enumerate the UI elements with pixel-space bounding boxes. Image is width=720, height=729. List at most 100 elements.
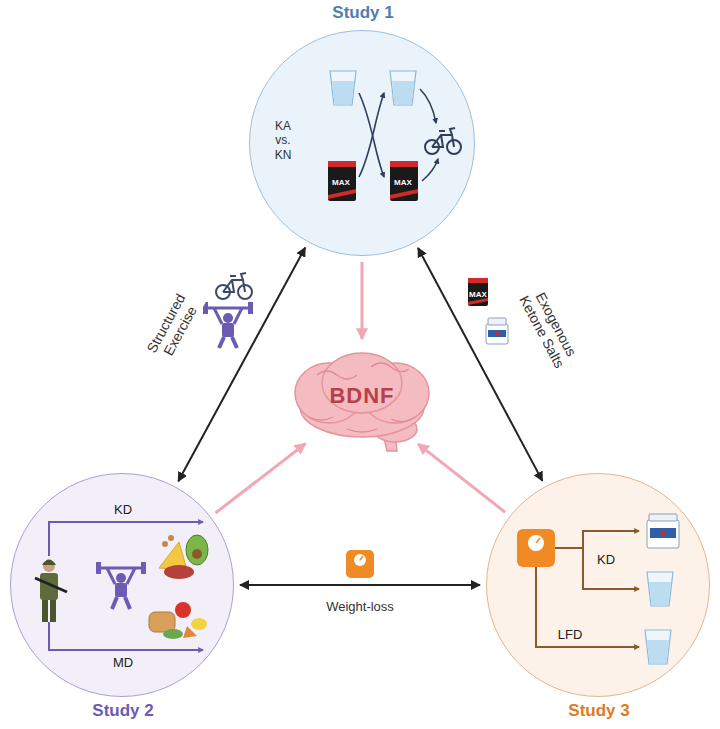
diet-label: LFD — [547, 627, 593, 643]
path-shape — [328, 189, 356, 199]
circle-shape — [223, 313, 233, 323]
path-shape — [219, 337, 237, 348]
path-shape — [359, 93, 384, 177]
brain-label: BDNF — [287, 383, 437, 409]
path-shape — [112, 597, 130, 609]
rect-shape — [486, 324, 508, 344]
edge-label: Weight-loss — [323, 599, 397, 616]
path-shape — [223, 273, 246, 292]
connector-arrow — [240, 584, 480, 586]
rect-shape — [248, 302, 253, 314]
path-shape — [49, 622, 203, 650]
circle-shape — [162, 541, 168, 547]
rect-shape — [328, 161, 356, 201]
rect-shape — [468, 278, 488, 283]
weightlifter-figure — [96, 562, 146, 609]
rect-shape — [115, 583, 127, 597]
circle-shape — [495, 332, 499, 336]
path-shape — [330, 71, 356, 105]
study-circle: Study 2KDMD — [10, 473, 234, 697]
path-shape — [371, 363, 409, 372]
weightlifter-icon — [203, 302, 253, 348]
rect-shape — [488, 318, 506, 325]
circle-shape — [661, 531, 666, 536]
rect-shape — [346, 550, 374, 578]
keto-foods — [159, 535, 208, 579]
water-glass — [647, 572, 673, 606]
circle-shape — [168, 535, 174, 541]
path-shape — [420, 89, 436, 123]
path-shape — [647, 572, 673, 606]
rect-shape — [96, 562, 101, 574]
diet-label: MD — [107, 655, 139, 671]
circle-shape — [528, 535, 544, 551]
water-glass — [645, 630, 671, 664]
path-shape — [390, 189, 418, 199]
line-shape — [536, 538, 540, 543]
product-label: MAX — [394, 178, 412, 187]
water-glass — [390, 71, 416, 105]
path-shape — [422, 159, 438, 181]
soldier-figure — [35, 560, 67, 623]
product-label: MAX — [469, 290, 487, 299]
line-shape — [206, 307, 250, 310]
path-shape — [536, 567, 639, 647]
path-shape — [647, 640, 669, 663]
connector-arrow — [216, 444, 306, 514]
edge-label: Structured Exercise — [135, 276, 212, 378]
diet-arrows — [49, 522, 203, 650]
mixed-foods — [149, 602, 207, 639]
path-shape — [183, 626, 197, 638]
connector-arrow — [361, 262, 364, 339]
circle-shape — [116, 573, 126, 583]
condition-label: KA vs. KN — [268, 119, 298, 162]
water-glass — [330, 71, 356, 105]
path-shape — [347, 429, 377, 432]
path-shape — [390, 71, 416, 105]
study-circle: Study 1KA vs. KN — [249, 30, 475, 256]
scale-icon — [346, 550, 374, 578]
brain-node: BDNF — [287, 345, 437, 455]
path-shape — [649, 582, 671, 605]
rect-shape — [649, 514, 677, 521]
path-shape — [583, 548, 639, 589]
path-shape — [359, 93, 384, 177]
circle-shape — [175, 602, 191, 618]
ellipse-shape — [163, 629, 183, 639]
circle-shape — [192, 549, 202, 559]
connector-arrow — [418, 444, 505, 512]
path-shape — [432, 128, 455, 147]
bike-icon — [425, 128, 461, 154]
rect-shape — [390, 161, 418, 201]
ketone-packet — [390, 161, 418, 201]
diet-label: KD — [591, 552, 621, 568]
crossover-arrows — [359, 89, 438, 181]
path-shape — [214, 308, 242, 324]
circle-shape — [43, 560, 55, 572]
rect-shape — [149, 612, 175, 632]
rect-shape — [42, 598, 48, 622]
path-shape — [332, 81, 354, 104]
product-label: MAX — [332, 178, 350, 187]
rect-shape — [517, 529, 555, 567]
path-shape — [645, 630, 671, 664]
path-shape — [42, 560, 56, 566]
path-shape — [583, 531, 639, 548]
bike-icon — [216, 273, 252, 299]
path-shape — [392, 81, 414, 104]
line-shape — [360, 556, 363, 560]
ketone-packet — [328, 161, 356, 201]
ketone-jar — [647, 514, 679, 548]
circle-shape — [354, 554, 366, 566]
connector-arrow — [178, 248, 305, 482]
rect-shape — [647, 520, 679, 548]
line-shape — [35, 578, 67, 592]
study-heading: Study 3 — [487, 701, 711, 721]
path-shape — [555, 547, 583, 549]
ketone-jar-icon — [486, 318, 508, 344]
path-shape — [107, 568, 135, 584]
rect-shape — [328, 161, 356, 167]
rect-shape — [222, 323, 234, 337]
scale-icon — [517, 529, 555, 567]
path-shape — [391, 417, 415, 422]
